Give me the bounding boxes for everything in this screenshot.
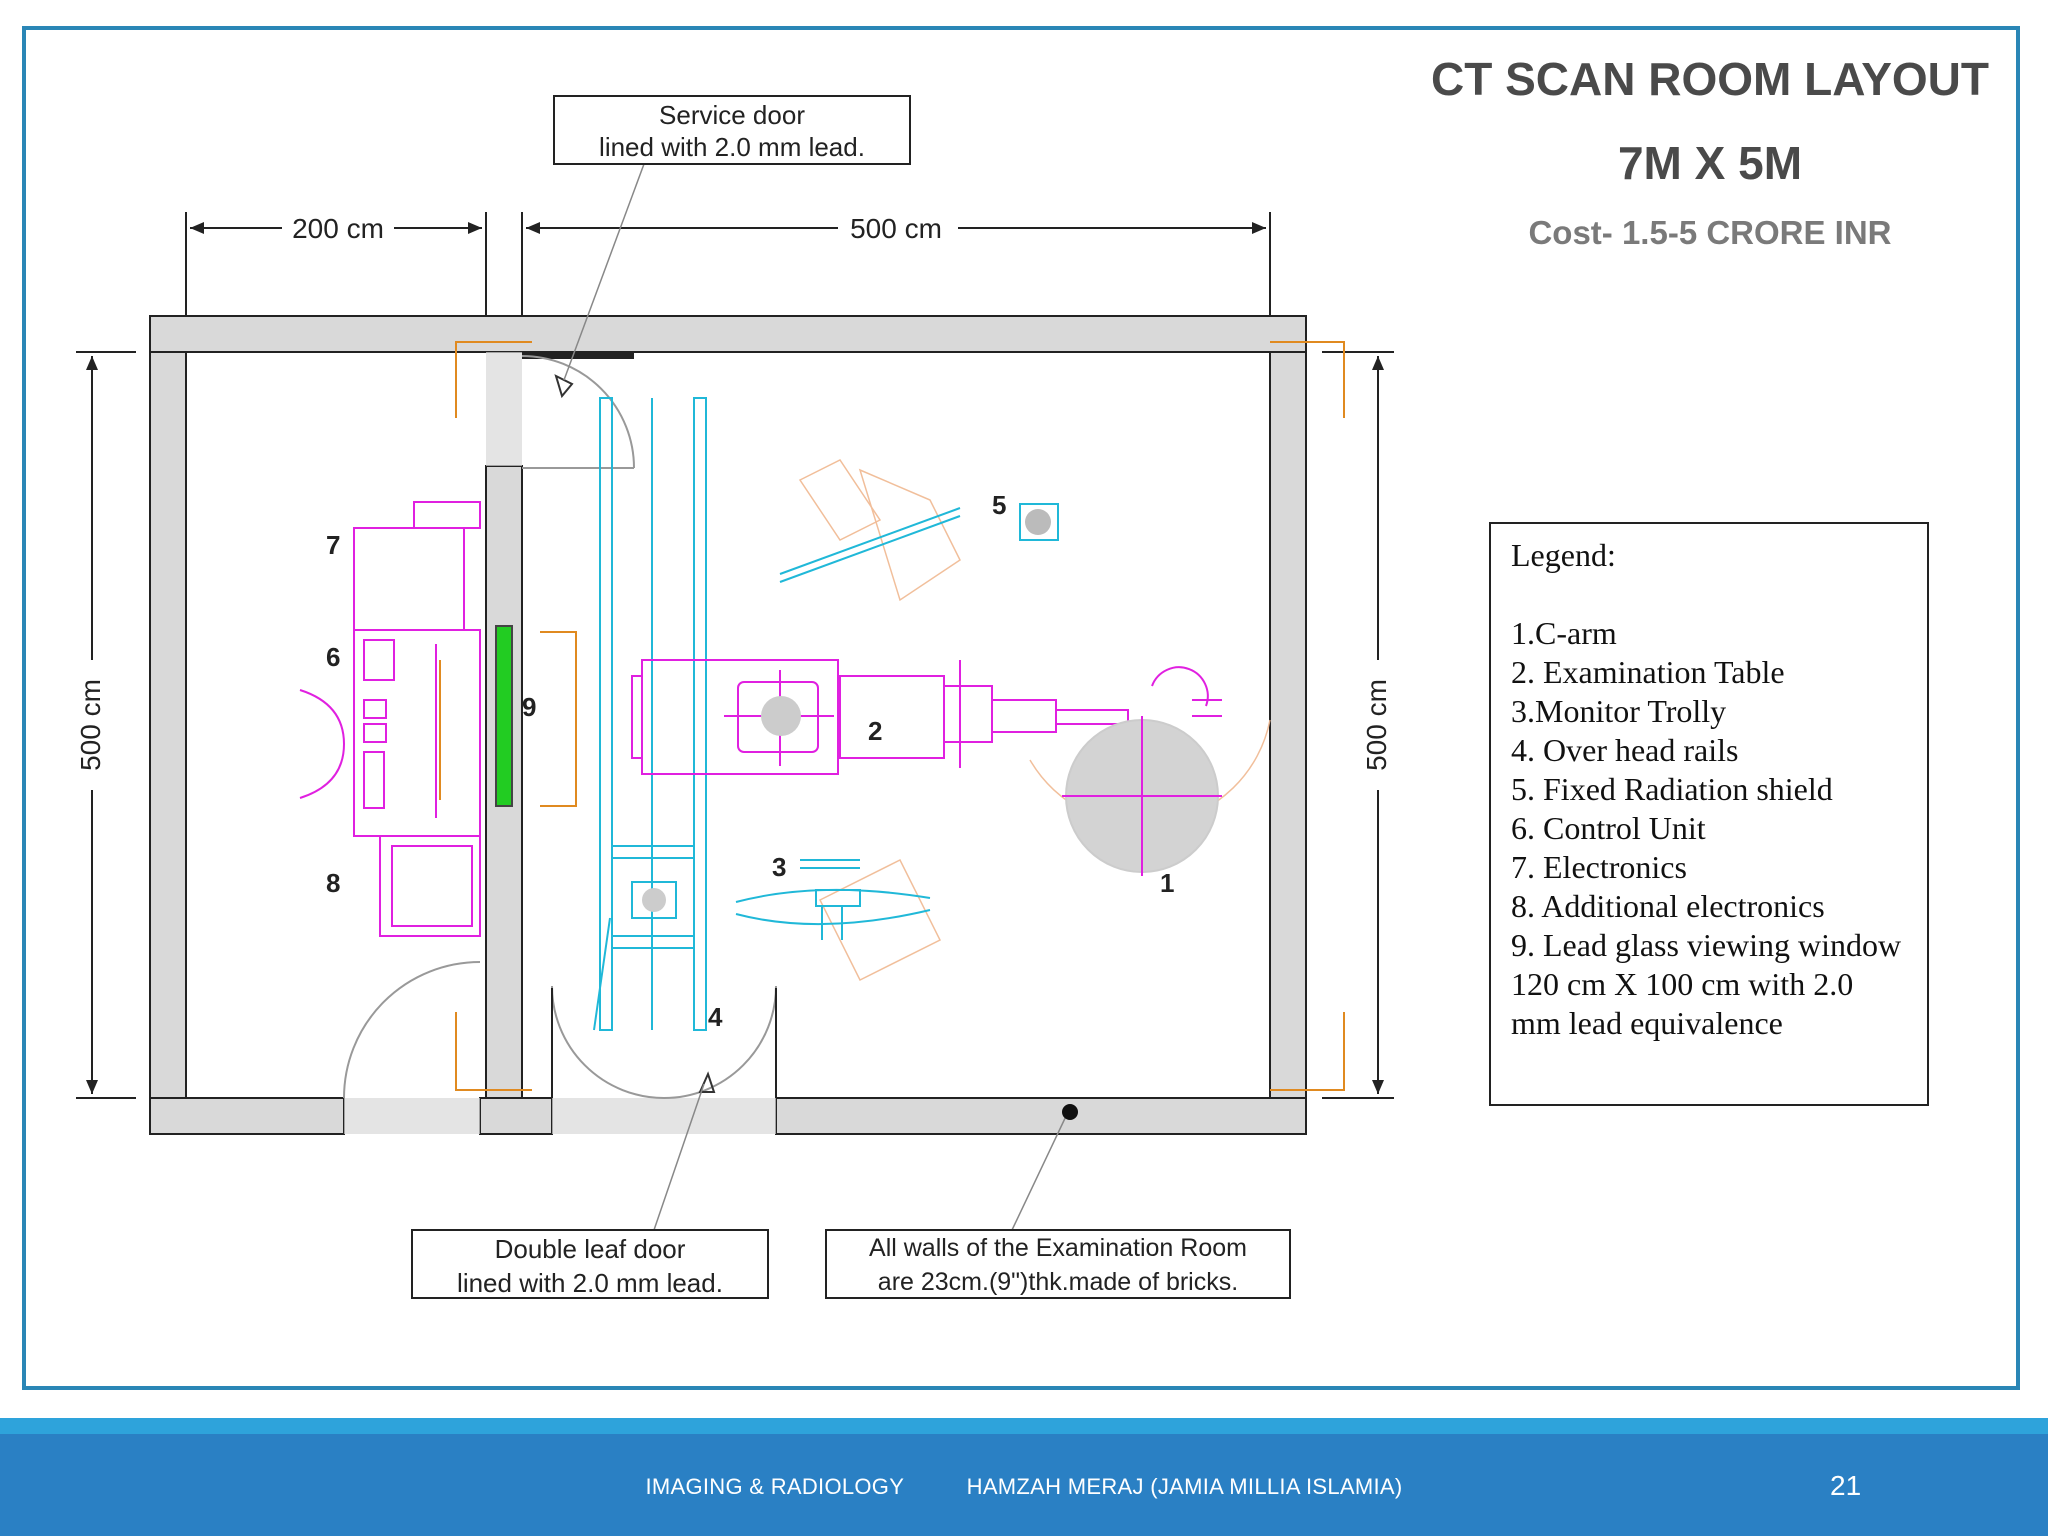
dimension-top-right-label: 500 cm <box>850 213 942 244</box>
callout-walls-line2: are 23cm.(9")thk.made of bricks. <box>878 1268 1238 1296</box>
examination-table <box>631 659 1129 775</box>
orange-furniture <box>439 631 577 807</box>
wall-callout-dot <box>1062 1104 1078 1120</box>
callout-double-door-line1: Double leaf door <box>495 1234 686 1264</box>
item-label-1: 1 <box>1160 868 1174 898</box>
dimension-top-left-label: 200 cm <box>292 213 384 244</box>
room-dimensions: 7M X 5M <box>1617 137 1803 189</box>
callout-service-door-box <box>553 95 911 165</box>
legend-item: 7. Electronics <box>1511 849 1687 885</box>
footer-author: HAMZAH MERAJ (JAMIA MILLIA ISLAMIA) <box>966 1474 1403 1499</box>
item-label-5: 5 <box>992 490 1006 520</box>
item-label-4: 4 <box>708 1002 723 1032</box>
item-label-3: 3 <box>772 852 786 882</box>
legend-item: 9. Lead glass viewing window 120 cm X 10… <box>1511 927 1902 1041</box>
item-label-7: 7 <box>326 530 340 560</box>
callout-double-door-box <box>411 1229 769 1299</box>
footer-course: IMAGING & RADIOLOGY <box>645 1474 905 1499</box>
footer-text: IMAGING & RADIOLOGY HAMZAH MERAJ (JAMIA … <box>0 1474 2048 1500</box>
door-openings <box>344 352 776 1134</box>
dimension-right-label: 500 cm <box>1361 679 1392 771</box>
dimension-arrowheads <box>86 222 1384 1094</box>
item-label-9: 9 <box>522 692 536 722</box>
door-swings <box>343 355 777 1099</box>
dimension-left-label: 500 cm <box>75 679 106 771</box>
item-label-2: 2 <box>868 716 882 746</box>
legend-item: 8. Additional electronics <box>1511 888 1825 924</box>
table-center-disc <box>761 696 801 736</box>
callout-walls-box <box>825 1229 1291 1299</box>
orange-brackets <box>455 341 1345 1091</box>
legend-item: 4. Over head rails <box>1511 732 1739 768</box>
legend-item: 3.Monitor Trolly <box>1511 693 1727 729</box>
floor-plan-diagram: 200 cm 500 cm 500 cm 500 cm <box>75 95 1394 1299</box>
callout-double-door-line2: lined with 2.0 mm lead. <box>457 1268 723 1298</box>
legend-box: Legend: 1.C-arm 2. Examination Table 3.M… <box>1489 522 1929 1106</box>
legend-item: 5. Fixed Radiation shield <box>1511 771 1833 807</box>
callout-service-door-line1: Service door <box>659 100 805 130</box>
control-unit <box>299 501 481 937</box>
callout-service-door-line2: lined with 2.0 mm lead. <box>599 132 865 162</box>
c-arm <box>1062 666 1222 876</box>
rail-knob <box>642 888 666 912</box>
footer-bar <box>0 1434 2048 1536</box>
callout-walls-line1: All walls of the Examination Room <box>869 1234 1247 1262</box>
lead-glass-window <box>495 625 513 807</box>
legend-item: 1.C-arm <box>1511 615 1617 651</box>
slide-frame <box>22 26 2020 1390</box>
legend-item: 6. Control Unit <box>1511 810 1706 846</box>
slide-title: CT SCAN ROOM LAYOUT <box>1431 53 1989 105</box>
legend-title: Legend: <box>1511 537 1616 573</box>
double-door-arrow <box>698 1071 716 1093</box>
page-number: 21 <box>1830 1470 1862 1501</box>
callout-leaders <box>563 163 1069 1231</box>
item-number-labels: 1 2 3 4 5 6 7 8 9 <box>326 490 1174 1032</box>
item-label-8: 8 <box>326 868 340 898</box>
footer-accent-bar <box>0 1418 2048 1434</box>
item-label-6: 6 <box>326 642 340 672</box>
overhead-rails <box>593 397 1059 1031</box>
legend-item: 2. Examination Table <box>1511 654 1785 690</box>
cost-label: Cost- 1.5-5 CRORE INR <box>1528 214 1892 251</box>
